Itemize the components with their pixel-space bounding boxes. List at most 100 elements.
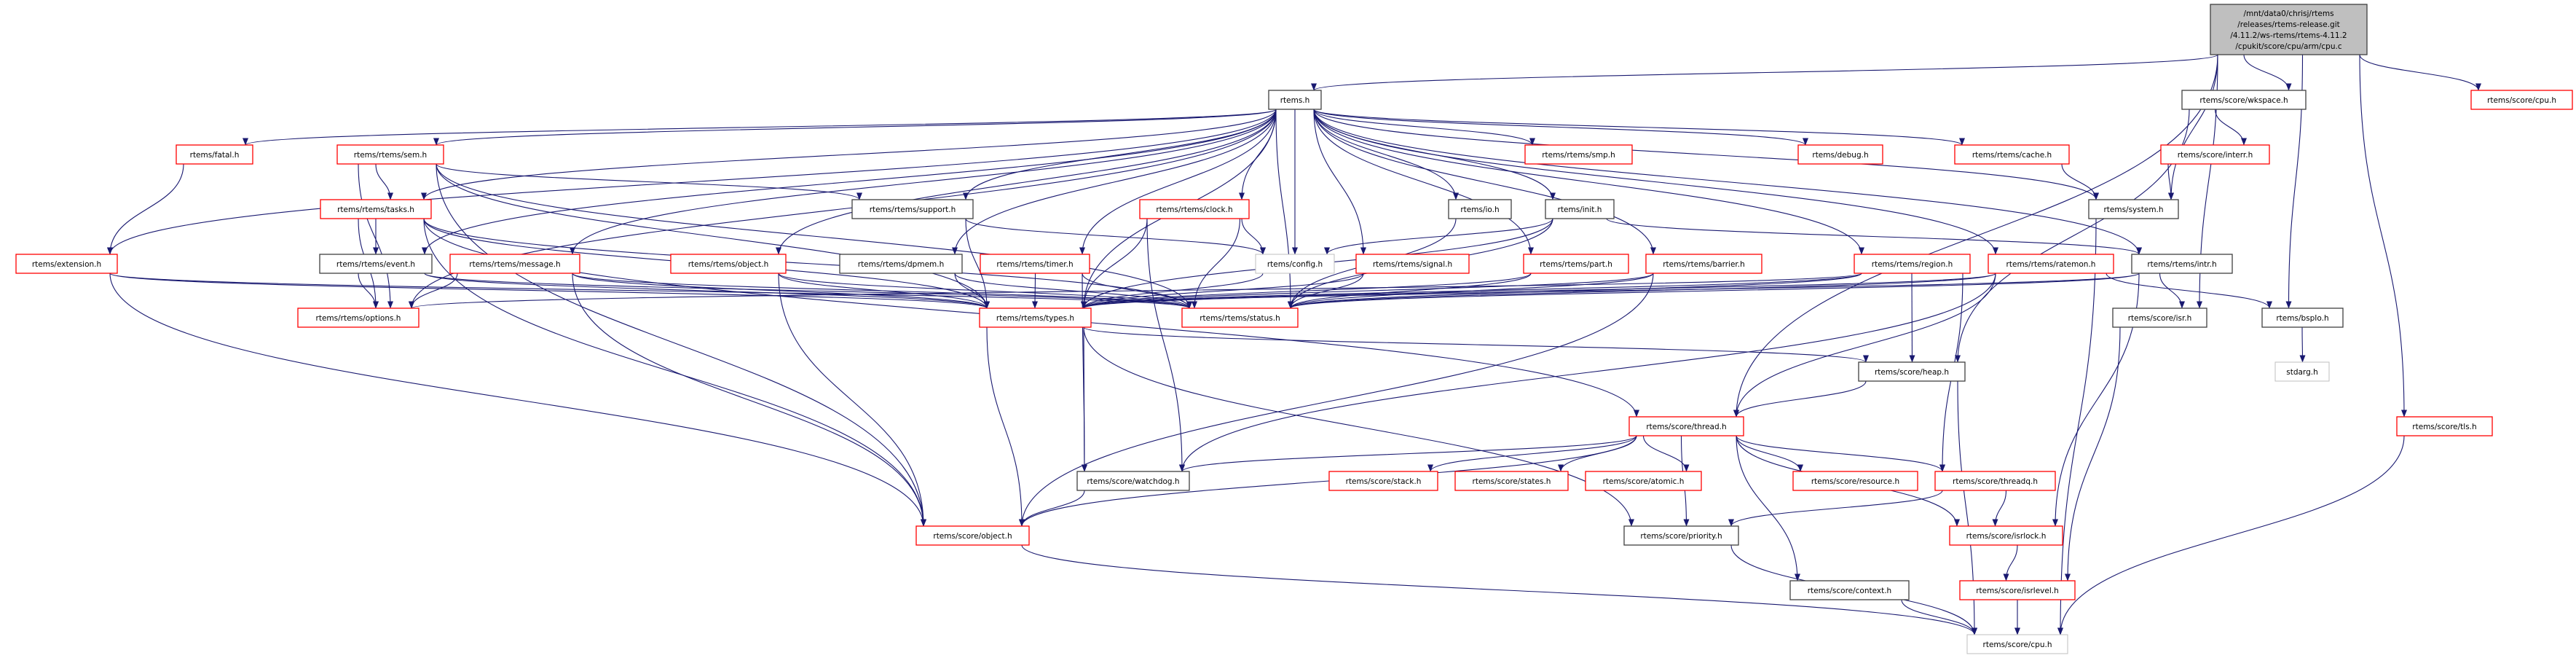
node-region[interactable]: rtems/rtems/region.h <box>1854 254 1971 274</box>
edge-extension-to-status <box>109 273 1192 309</box>
edge-dpmem-to-status <box>954 273 1192 309</box>
node-label: rtems/score/priority.h <box>1640 532 1722 541</box>
node-box <box>670 254 787 274</box>
node-status[interactable]: rtems/rtems/status.h <box>1181 308 1299 328</box>
node-box <box>1628 416 1744 436</box>
node-sem[interactable]: rtems/rtems/sem.h <box>336 144 444 165</box>
node-debug[interactable]: rtems/debug.h <box>1797 144 1883 165</box>
node-wkspace[interactable]: rtems/score/wkspace.h <box>2181 90 2307 110</box>
edge-sem-to-types <box>436 163 990 309</box>
node-priority[interactable]: rtems/score/priority.h <box>1623 525 1739 546</box>
node-fatal[interactable]: rtems/fatal.h <box>176 144 253 165</box>
edge-intr-to-types <box>1081 273 2140 309</box>
node-box <box>1959 580 2076 600</box>
node-box <box>1949 525 2063 546</box>
node-support[interactable]: rtems/rtems/support.h <box>851 199 974 219</box>
edge-rtems_h-to-smp <box>1313 109 1535 146</box>
node-intr[interactable]: rtems/rtems/intr.h <box>2131 254 2233 274</box>
edge-rtems_h-to-robject <box>776 109 1277 255</box>
edge-config-to-types <box>1081 273 1264 309</box>
node-label: rtems/rtems/types.h <box>996 314 1074 323</box>
node-event[interactable]: rtems/rtems/event.h <box>319 254 433 274</box>
node-barrier[interactable]: rtems/rtems/barrier.h <box>1645 254 1762 274</box>
node-box <box>297 308 420 328</box>
node-ratemon[interactable]: rtems/rtems/ratemon.h <box>1988 254 2114 274</box>
node-isrlock[interactable]: rtems/score/isrlock.h <box>1949 525 2063 546</box>
node-config[interactable]: rtems/config.h <box>1255 254 1335 274</box>
node-label: rtems/rtems/region.h <box>1872 260 1953 269</box>
node-context[interactable]: rtems/score/context.h <box>1789 580 1910 600</box>
edge-tasks-to-sobject <box>423 218 926 527</box>
edge-clock-to-status <box>1192 218 1241 309</box>
node-stdarg[interactable]: stdarg.h <box>2274 361 2330 382</box>
edge-root-to-system <box>2168 54 2218 200</box>
node-isr[interactable]: rtems/score/isr.h <box>2112 308 2207 328</box>
node-init[interactable]: rtems/init.h <box>1545 199 1615 219</box>
node-message[interactable]: rtems/rtems/message.h <box>449 254 580 274</box>
node-isrlevel[interactable]: rtems/score/isrlevel.h <box>1959 580 2076 600</box>
node-label: rtems/score/interr.h <box>2178 151 2253 160</box>
node-label: rtems/bspIo.h <box>2276 314 2328 323</box>
node-robject[interactable]: rtems/rtems/object.h <box>670 254 787 274</box>
node-box <box>2261 308 2344 328</box>
node-box <box>2396 416 2493 436</box>
node-box <box>979 308 1092 328</box>
edge-sem-to-sobject <box>436 163 926 527</box>
node-bspio[interactable]: rtems/bspIo.h <box>2261 308 2344 328</box>
node-box <box>1792 471 1918 491</box>
node-sobject[interactable]: rtems/score/object.h <box>915 525 1030 546</box>
edge-rtems_h-to-message <box>570 109 1277 255</box>
edge-ratemon-to-watchdog <box>1179 273 1996 472</box>
node-heap[interactable]: rtems/score/heap.h <box>1858 361 1966 382</box>
node-types[interactable]: rtems/rtems/types.h <box>979 308 1092 328</box>
edge-sem-to-tasks <box>375 163 393 200</box>
node-box <box>980 254 1090 274</box>
node-cpu[interactable]: rtems/score/cpu.h <box>1966 634 2068 654</box>
node-states[interactable]: rtems/score/states.h <box>1454 471 1569 491</box>
node-thread[interactable]: rtems/score/thread.h <box>1628 416 1744 436</box>
node-timer[interactable]: rtems/rtems/timer.h <box>980 254 1090 274</box>
node-rtems_h[interactable]: rtems.h <box>1268 90 1322 110</box>
edge-rtems_h-to-system <box>1313 109 2099 200</box>
edge-rtems_h-to-barrier <box>1313 109 1656 255</box>
node-tasks[interactable]: rtems/rtems/tasks.h <box>320 199 432 219</box>
edge-isr-to-isrlevel <box>2065 326 2121 581</box>
node-interr[interactable]: rtems/score/interr.h <box>2160 144 2270 165</box>
node-clock[interactable]: rtems/rtems/clock.h <box>1139 199 1250 219</box>
node-system[interactable]: rtems/system.h <box>2088 199 2179 219</box>
node-threadq[interactable]: rtems/score/threadq.h <box>1934 471 2056 491</box>
node-cache[interactable]: rtems/rtems/cache.h <box>1954 144 2070 165</box>
node-part[interactable]: rtems/rtems/part.h <box>1523 254 1629 274</box>
edge-intr-to-isr <box>2159 273 2185 309</box>
edge-rtems_h-to-cache <box>1313 109 1965 146</box>
node-tls[interactable]: rtems/score/tls.h <box>2396 416 2493 436</box>
node-box <box>1545 199 1615 219</box>
node-label: rtems/rtems/cache.h <box>1972 151 2052 160</box>
node-resource[interactable]: rtems/score/resource.h <box>1792 471 1918 491</box>
node-box <box>851 199 974 219</box>
node-label: rtems/rtems/message.h <box>469 260 560 269</box>
edge-ratemon-to-types <box>1081 273 1996 309</box>
node-atomic[interactable]: rtems/score/atomic.h <box>1585 471 1702 491</box>
node-label: rtems/score/context.h <box>1808 587 1891 595</box>
node-label: rtems/extension.h <box>32 260 101 269</box>
node-extension[interactable]: rtems/extension.h <box>15 254 118 274</box>
node-options[interactable]: rtems/rtems/options.h <box>297 308 420 328</box>
node-watchdog[interactable]: rtems/score/watchdog.h <box>1076 471 1190 491</box>
edge-barrier-to-types <box>1081 273 1654 309</box>
node-root[interactable]: /mnt/data0/chrisj/rtems/releases/rtems-r… <box>2210 4 2368 55</box>
node-label: rtems/rtems/sem.h <box>354 151 427 160</box>
edge-thread-to-atomic <box>1642 435 1690 472</box>
node-signal[interactable]: rtems/rtems/signal.h <box>1355 254 1470 274</box>
node-io[interactable]: rtems/io.h <box>1448 199 1512 219</box>
node-label: rtems/rtems/barrier.h <box>1663 260 1745 269</box>
node-label: rtems/score/threadq.h <box>1953 477 2038 486</box>
node-stack[interactable]: rtems/score/stack.h <box>1328 471 1438 491</box>
edge-threadq-to-isrlock <box>1992 490 2007 527</box>
node-dpmem[interactable]: rtems/rtems/dpmem.h <box>839 254 963 274</box>
node-smp[interactable]: rtems/rtems/smp.h <box>1524 144 1633 165</box>
node-box <box>1988 254 2114 274</box>
edge-isrlock-to-isrlevel <box>2003 544 2018 581</box>
node-label: rtems/rtems/timer.h <box>996 260 1073 269</box>
node-cpu_top[interactable]: rtems/score/cpu.h <box>2470 90 2573 110</box>
